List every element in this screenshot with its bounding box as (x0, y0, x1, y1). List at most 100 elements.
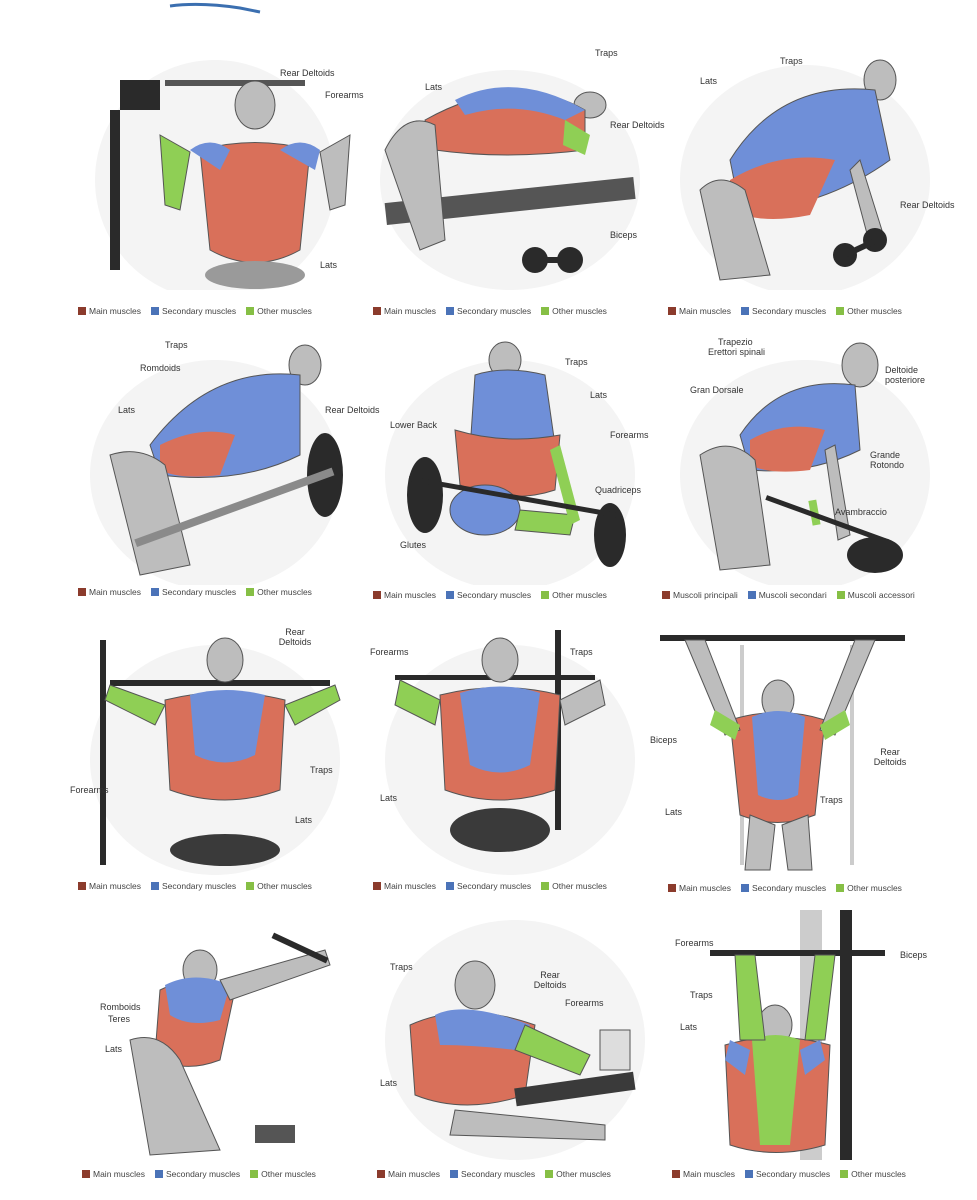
label-trapezio: Trapezio (718, 337, 753, 347)
other-swatch (836, 591, 845, 599)
other-swatch (246, 307, 255, 315)
secondary-swatch (445, 882, 454, 890)
label-lats: Lats (590, 390, 608, 400)
secondary-swatch (445, 591, 454, 599)
label-lats: Lats (105, 1044, 123, 1054)
panel-8: Forearms Traps Lats Main muscles Seconda… (365, 625, 650, 910)
label-traps: Traps (165, 340, 188, 350)
legend-label: Other muscles (851, 1169, 906, 1179)
panel-3: Traps Lats Rear Deltoids Main muscles Se… (660, 40, 955, 325)
label-traps: Traps (565, 357, 588, 367)
legend: Main muscles Secondary muscles Other mus… (78, 587, 312, 597)
label-grande-rotondo: Grande Rotondo (870, 450, 905, 470)
label-lats: Lats (380, 1078, 398, 1088)
legend: Main muscles Secondary muscles Other mus… (78, 306, 312, 316)
figure-bent-over-dumbbell-row (680, 59, 930, 290)
legend: Main muscles Secondary muscles Other mus… (373, 306, 607, 316)
legend-label: Other muscles (552, 881, 607, 891)
main-swatch (672, 1170, 680, 1178)
panel-9: Biceps Rear Deltoids Traps Lats Main mus… (650, 625, 945, 910)
label-deltoide-posteriore: Deltoide posteriore (885, 365, 926, 385)
legend-label: Muscoli principali (673, 590, 738, 600)
label-rear-deltoids: Rear Deltoids (610, 120, 665, 130)
legend-label: Main muscles (89, 587, 141, 597)
legend-item-secondary: Secondary muscles (150, 587, 237, 597)
secondary-swatch (154, 1170, 163, 1178)
legend-item-other: Other muscles (545, 1169, 611, 1179)
legend-label: Other muscles (257, 587, 312, 597)
label-forearms: Forearms (610, 430, 649, 440)
legend-item-main: Main muscles (78, 306, 141, 316)
legend-item-main: Main muscles (672, 1169, 735, 1179)
label-traps: Traps (390, 962, 413, 972)
legend-item-main: Main muscles (373, 881, 436, 891)
legend-label: Main muscles (384, 590, 436, 600)
figure-wide-grip-lat-pulldown (90, 637, 341, 875)
legend-item-other: Other muscles (250, 1169, 316, 1179)
label-rear-deltoids: Rear Deltoids (873, 747, 907, 767)
secondary-swatch (150, 588, 159, 596)
legend-item-secondary: Secondary muscles (150, 306, 236, 316)
label-lats: Lats (665, 807, 683, 817)
other-swatch (246, 882, 255, 890)
legend-item-main: Main muscles (668, 306, 731, 316)
legend-item-main: Main muscles (373, 306, 436, 316)
label-rear-deltoids: Rear Deltoids (900, 200, 955, 210)
legend-label: Secondary muscles (755, 1169, 831, 1179)
panel-2: Traps Lats Rear Deltoids Biceps Main mus… (365, 40, 665, 325)
figure-close-grip-pulldown (710, 910, 885, 1160)
legend-label: Other muscles (552, 590, 607, 600)
label-traps: Traps (310, 765, 333, 775)
panel-10: Romboids Teres Lats Main muscles Seconda… (70, 910, 355, 1190)
legend-item-secondary: Secondary muscles (740, 883, 826, 893)
legend: Main muscles Secondary muscles Other mus… (82, 1169, 316, 1179)
label-lower-back: Lower Back (390, 420, 438, 430)
other-swatch (541, 307, 550, 315)
main-swatch (82, 1170, 90, 1178)
main-swatch (377, 1170, 385, 1178)
label-forearms: Forearms (565, 998, 604, 1008)
legend-item-other: Other muscles (246, 587, 312, 597)
label-traps: Traps (780, 56, 803, 66)
legend-label: Secondary muscles (161, 587, 237, 597)
legend-item-main: Main muscles (377, 1169, 440, 1179)
legend: Main muscles Secondary muscles Other mus… (668, 306, 902, 316)
main-swatch (373, 882, 381, 890)
main-swatch (78, 882, 86, 890)
legend-label: Main muscles (679, 883, 731, 893)
legend-item-main: Main muscles (668, 883, 731, 893)
figure-bent-over-barbell-row (680, 342, 930, 585)
panel-5: Traps Lats Lower Back Forearms Quadricep… (365, 335, 650, 620)
label-forearms: Forearms (70, 785, 109, 795)
label-rear-deltoids: Rear Deltoids (278, 627, 312, 647)
panel-6: Trapezio Erettori spinali Deltoide poste… (660, 335, 945, 620)
legend-item-other: Other muscles (246, 881, 312, 891)
secondary-swatch (150, 307, 159, 315)
panel-1: Rear Deltoids Forearms Lats Main muscles… (70, 40, 364, 325)
other-swatch (840, 1170, 849, 1178)
legend-item-other: Other muscles (246, 306, 312, 316)
legend-item-secondary: Secondary muscles (150, 881, 237, 891)
legend-label: Main muscles (384, 306, 436, 316)
other-swatch (836, 307, 845, 315)
main-swatch (668, 307, 676, 315)
top-strip-graphic (169, 2, 261, 14)
legend-label: Other muscles (556, 1169, 611, 1179)
secondary-swatch (740, 884, 749, 892)
figure-incline-dumbbell-row (380, 70, 640, 290)
legend-label: Secondary muscles (751, 306, 827, 316)
top-strip (0, 0, 977, 22)
other-swatch (246, 588, 255, 596)
legend-label: Main muscles (89, 881, 141, 891)
legend-label: Secondary muscles (161, 881, 237, 891)
legend-item-secondary: Secondary muscles (740, 306, 827, 316)
label-romboids: Romdoids (140, 363, 181, 373)
main-swatch (78, 588, 86, 596)
legend-item-main: Main muscles (82, 1169, 145, 1179)
main-swatch (662, 591, 670, 599)
label-erettori-spinali: Erettori spinali (708, 347, 766, 357)
label-teres: Teres (108, 1014, 131, 1024)
legend-item-main: Main muscles (373, 590, 436, 600)
legend-item-secondary: Secondary muscles (154, 1169, 240, 1179)
panel-7: Rear Deltoids Forearms Traps Lats Main m… (70, 625, 355, 910)
